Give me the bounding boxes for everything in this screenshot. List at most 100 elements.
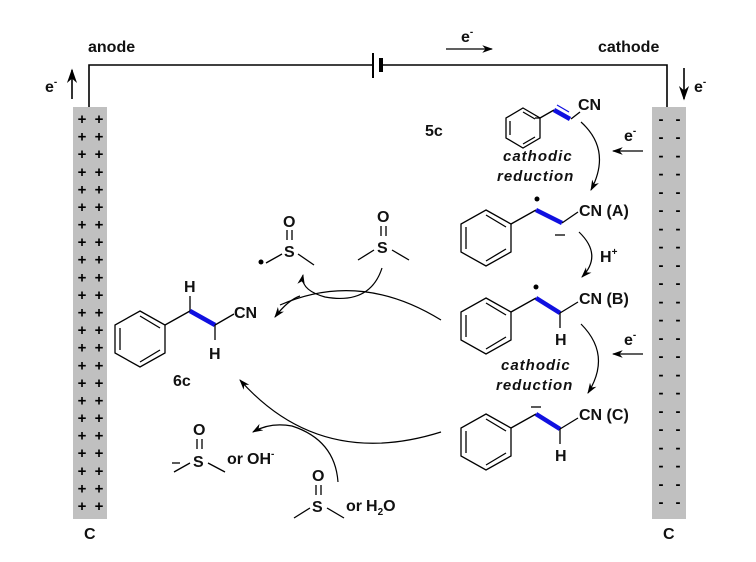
external-circuit: anode cathode e- e- e-: [45, 27, 706, 107]
cathode-electrode: ----------------------------------------…: [652, 107, 686, 543]
intermediate-b: H CN (B): [460, 284, 629, 355]
step-text-line2: reduction: [496, 377, 573, 394]
negative-charge-icon: -: [659, 348, 664, 365]
negative-charge-icon: -: [659, 275, 664, 292]
positive-charge-icon: +: [95, 129, 104, 146]
curved-arrow-icon: [580, 121, 600, 191]
negative-charge-icon: -: [676, 403, 681, 420]
curved-arrow-head: [274, 295, 301, 318]
negative-charge-icon: -: [676, 312, 681, 329]
positive-charge-icon: +: [95, 480, 104, 497]
negative-charge-icon: -: [659, 202, 664, 219]
positive-charge-icon: +: [78, 146, 87, 163]
nitrile-label: CN: [234, 305, 257, 322]
electron-label: e-: [624, 330, 636, 349]
positive-charge-icon: +: [95, 392, 104, 409]
negative-charge-icon: -: [659, 257, 664, 274]
positive-charge-icon: +: [95, 164, 104, 181]
hydrogen-label: H: [555, 448, 567, 465]
negative-charge-icon: -: [659, 166, 664, 183]
dmso: O S: [357, 209, 410, 261]
sulfur-label: S: [377, 240, 388, 257]
step-text-line1: cathodic: [503, 148, 573, 165]
electron-label: e-: [694, 77, 706, 96]
intermediate-c: H CN (C): [460, 406, 629, 471]
negative-charge-icon: -: [676, 129, 681, 146]
negative-charge-icon: -: [676, 293, 681, 310]
negative-charge-icon: -: [676, 476, 681, 493]
hydrogen-top-label: H: [184, 279, 196, 296]
negative-charge-icon: -: [676, 439, 681, 456]
anode-label: anode: [88, 39, 135, 56]
electron-flow-anode: e-: [45, 68, 78, 99]
compound-6c-label: 6c: [173, 373, 191, 390]
curved-arrow-icon: [578, 231, 593, 278]
anode-material-label: C: [84, 526, 96, 543]
negative-charge-icon: -: [659, 476, 664, 493]
positive-charge-icon: +: [95, 445, 104, 462]
anode-plate: [73, 107, 107, 519]
positive-charge-icon: +: [78, 322, 87, 339]
positive-charge-icon: +: [95, 269, 104, 286]
negative-charge-icon: -: [676, 147, 681, 164]
benzene-ring-icon: [114, 310, 166, 368]
negative-charge-icon: -: [659, 111, 664, 128]
negative-charge-icon: -: [659, 494, 664, 511]
negative-charge-icon: -: [676, 421, 681, 438]
oxygen-label: O: [312, 468, 324, 485]
intermediate-a: CN (A): [460, 196, 629, 267]
negative-charge-icon: -: [676, 239, 681, 256]
positive-charge-icon: +: [95, 428, 104, 445]
curved-arrow-icon: [252, 423, 339, 483]
positive-charge-icon: +: [95, 252, 104, 269]
molecule-5c: CN 5c: [425, 97, 601, 149]
positive-charge-icon: +: [78, 111, 87, 128]
radical-dot-icon: [258, 259, 264, 265]
positive-charge-icon: +: [95, 146, 104, 163]
positive-charge-icon: +: [78, 252, 87, 269]
compound-5c-label: 5c: [425, 123, 443, 140]
positive-charge-icon: +: [78, 392, 87, 409]
cathode-label: cathode: [598, 39, 659, 56]
positive-charge-icon: +: [78, 340, 87, 357]
positive-charge-icon: +: [78, 129, 87, 146]
positive-charge-icon: +: [78, 234, 87, 251]
positive-charge-icon: +: [78, 410, 87, 427]
positive-charge-icon: +: [95, 340, 104, 357]
positive-charge-icon: +: [78, 428, 87, 445]
positive-charge-icon: +: [95, 287, 104, 304]
positive-charge-icon: +: [78, 498, 87, 515]
negative-charge-icon: -: [659, 147, 664, 164]
positive-charge-icon: +: [78, 269, 87, 286]
cathode-plate: [652, 107, 686, 519]
negative-charge-icon: -: [676, 257, 681, 274]
negative-charge-icon: -: [676, 366, 681, 383]
negative-charge-icon: -: [676, 220, 681, 237]
negative-charge-icon: -: [659, 421, 664, 438]
circuit-wire-right: [383, 64, 668, 107]
positive-charge-icon: +: [95, 217, 104, 234]
positive-charge-icon: +: [95, 111, 104, 128]
circuit-wire-left: [88, 64, 372, 107]
negative-charge-icon: -: [676, 202, 681, 219]
proton-label: H+: [600, 247, 618, 266]
intermediate-a-label: CN (A): [579, 203, 629, 220]
electron-label: e-: [45, 77, 57, 96]
product-6c: H H CN 6c: [114, 279, 257, 390]
anode-charge-signs: ++++++++++++++++++++++++++++++++++++++++…: [78, 111, 104, 515]
negative-charge-icon: -: [676, 275, 681, 292]
step-text-line1: cathodic: [501, 357, 571, 374]
hydrogen-label: H: [555, 332, 567, 349]
negative-charge-icon: -: [659, 385, 664, 402]
positive-charge-icon: +: [78, 480, 87, 497]
negative-charge-icon: -: [659, 403, 664, 420]
negative-charge-icon: -: [676, 494, 681, 511]
dmso-radical: O S: [258, 214, 315, 266]
positive-charge-icon: +: [95, 498, 104, 515]
positive-charge-icon: +: [95, 181, 104, 198]
positive-charge-icon: +: [95, 234, 104, 251]
benzene-ring-icon: [460, 209, 512, 267]
